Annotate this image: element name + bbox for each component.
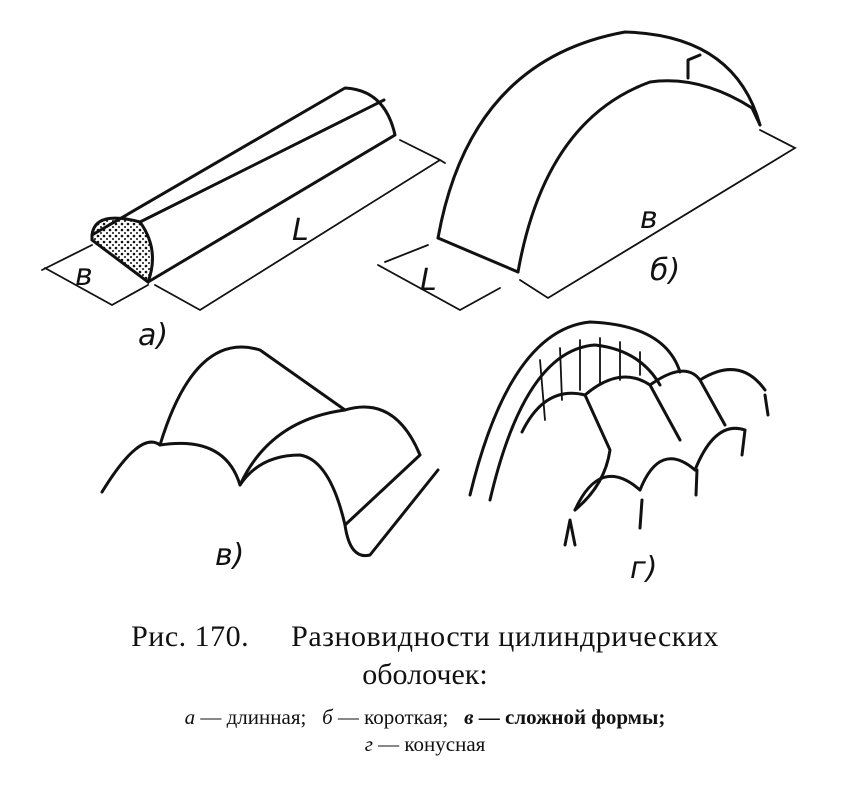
legend-text-a: длинная; [226,705,307,729]
legend-text-v: сложной формы; [505,705,666,729]
dim-b-b-label: в [640,201,658,236]
legend-text-b: короткая; [364,705,449,729]
legend-letter-a: а [184,705,196,729]
panel-g-conical-shell: г) [468,320,770,586]
legend-text-g: конусная [404,732,486,756]
shell-g-arch-inner [488,343,662,502]
panel-v-complex-shell: в) [100,345,440,573]
figure-title-part2: оболочек: [362,658,488,691]
dim-b-l-line [377,244,501,311]
dim-a-b-label: в [75,258,93,293]
shell-g-arch-outer [468,320,682,497]
shell-g-cone-4 [693,368,767,472]
figure-caption-title-continued: оболочек: [0,658,850,692]
legend-letter-g: г [364,732,373,756]
shell-b-inner-arch [516,79,762,274]
figure-number: Рис. 170. [131,620,250,653]
shell-v-rear-ridge [238,408,347,487]
figure-legend-line1: а — длинная; б — короткая; в — сложной ф… [184,705,666,729]
shell-g-supports [563,393,770,547]
shell-b-end [686,53,702,80]
shell-v-top-ridge [158,345,422,457]
figure-title-part1: Разновидности цилиндрических [291,620,719,653]
legend-letter-v: в [464,705,474,729]
panel-a-label: а) [138,318,168,353]
shell-b-outer-arch [436,30,762,240]
shell-a-body [90,86,397,284]
legend-letter-b: б [322,705,333,729]
shell-g-ribs [539,337,641,421]
figure-caption-title: Рис. 170. Разновидности цилиндрических [0,620,850,654]
shell-g-cone-2 [573,375,682,512]
dim-a-l-label: L [292,213,309,248]
dim-b-b-line [519,129,797,300]
panel-v-label: в) [215,538,244,573]
dim-a-l-line [154,139,446,312]
panel-a-long-shell: в L а) [41,86,446,353]
figure-legend-line2: г — конусная [364,732,486,756]
shell-b-base [436,236,520,274]
shell-a-section [90,216,154,285]
panel-b-short-shell: L в б) [377,30,797,311]
shell-v-trough [343,453,422,527]
shell-a-ridge [138,98,386,224]
dim-b-l-label: L [420,263,437,298]
shell-g-cone-1 [520,391,612,512]
panel-b-label: б) [650,253,680,288]
dim-a-b-line [41,244,149,306]
shell-v-front-edge [100,440,440,558]
panel-g-label: г) [630,551,657,586]
